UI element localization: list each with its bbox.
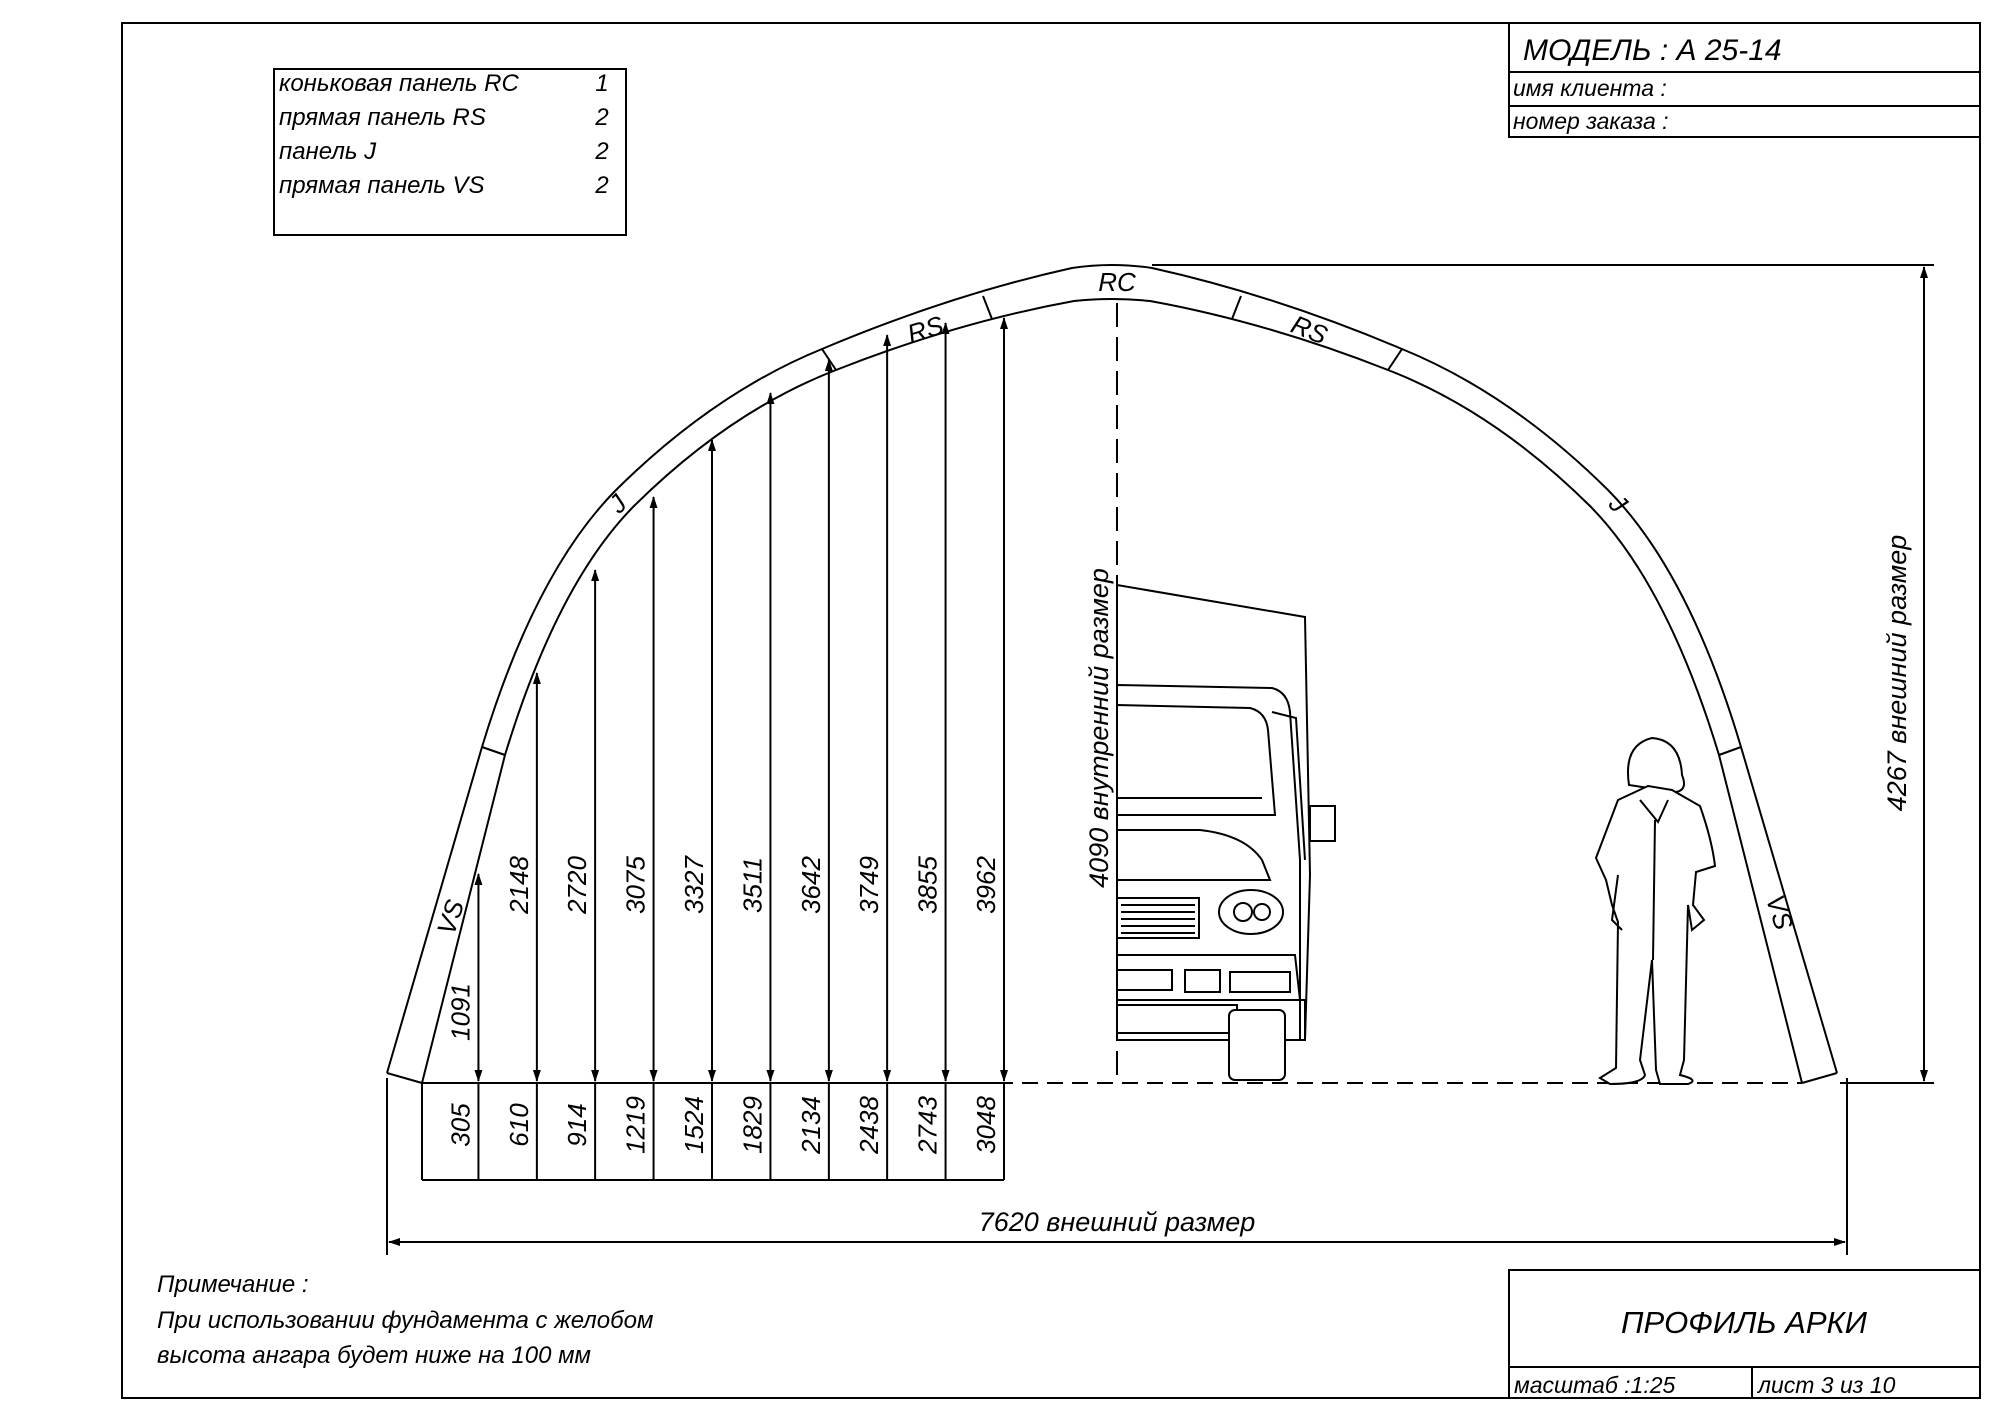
panel-row-name: прямая панель RS: [279, 104, 486, 131]
offset-dimension-label: 610: [504, 1103, 534, 1147]
note-line-1: При использовании фундамента с желобом: [157, 1307, 653, 1334]
bottom-title-block: [1508, 1269, 1981, 1399]
order-label: номер заказа :: [1513, 108, 1669, 134]
person-illustration: [1594, 736, 1717, 1086]
height-dimension-label: 3749: [854, 856, 884, 914]
arch-foot-right: [1801, 1072, 1838, 1084]
offset-dimension-label: 1524: [679, 1096, 709, 1154]
panel-row-name: коньковая панель RC: [279, 70, 519, 97]
scale-label: масштаб :1:25: [1514, 1372, 1676, 1398]
offset-dimension-label: 1219: [621, 1096, 651, 1154]
panel-table-rows: коньковая панель RC 1 прямая панель RS 2 пан…: [279, 70, 609, 199]
panel-row-qty: 2: [594, 104, 608, 131]
offset-dimensions: 305 610 914 1219 1524 1829 2134 2438 2743 3048: [421, 1082, 1010, 1181]
sheet-frame: [121, 22, 1981, 1399]
offset-dimension-label: 1829: [737, 1096, 767, 1154]
arch-outer-curve: [386, 264, 1838, 1074]
arch-inner-curve: [421, 298, 1803, 1084]
height-dimension-label: 3327: [679, 855, 709, 914]
offset-dimension-label: 2438: [854, 1096, 884, 1155]
drawing-title: ПРОФИЛЬ АРКИ: [1621, 1305, 1868, 1340]
panel-row-qty: 1: [595, 70, 608, 97]
client-label: имя клиента :: [1513, 75, 1667, 101]
height-dimension-label: 3075: [621, 856, 651, 914]
height-dimensions: 1091 2148 2720 3075 3327 3511 3642 3749 3855 3962: [445, 317, 1008, 1082]
model-label: МОДЕЛЬ : А 25-14: [1523, 34, 1782, 67]
height-dimension-label: 3855: [913, 856, 943, 914]
label-j-left: J: [602, 488, 634, 520]
height-dimension-label: 3642: [796, 856, 826, 914]
note-line-2: высота ангара будет ниже на 100 мм: [157, 1342, 591, 1369]
height-dimension-label: 3962: [971, 856, 1001, 914]
offset-dimension-label: 2743: [913, 1096, 943, 1155]
inner-height-label: 4090 внутренний размер: [1084, 568, 1114, 888]
height-dimension-label: 1091: [445, 983, 475, 1041]
outer-height-label: 4267 внешний размер: [1882, 535, 1912, 812]
panel-row-qty: 2: [594, 138, 608, 165]
panel-row-qty: 2: [594, 172, 608, 199]
offset-dimension-label: 305: [445, 1103, 475, 1147]
width-dimension-label: 7620 внешний размер: [979, 1207, 1256, 1237]
label-rc: RC: [1098, 267, 1136, 297]
height-dimension-label: 2148: [504, 856, 534, 915]
height-dimension-label: 2720: [562, 856, 592, 915]
label-rs-right: RS: [1287, 309, 1332, 351]
height-dimension-label: 3511: [737, 857, 767, 913]
van-illustration: [1116, 583, 1336, 1081]
title-block: [1508, 22, 1981, 138]
offset-dimension-label: 3048: [971, 1096, 1001, 1154]
note-heading: Примечание :: [157, 1271, 309, 1298]
panel-joints: [481, 295, 1742, 756]
offset-dimension-label: 2134: [796, 1096, 826, 1155]
offset-dimension-label: 914: [562, 1103, 592, 1146]
sheet-label: лист 3 из 10: [1756, 1372, 1896, 1398]
panel-row-name: прямая панель VS: [279, 172, 485, 199]
panel-table: [273, 68, 627, 236]
panel-row-name: панель J: [279, 138, 377, 165]
arch-foot-left: [386, 1072, 423, 1084]
